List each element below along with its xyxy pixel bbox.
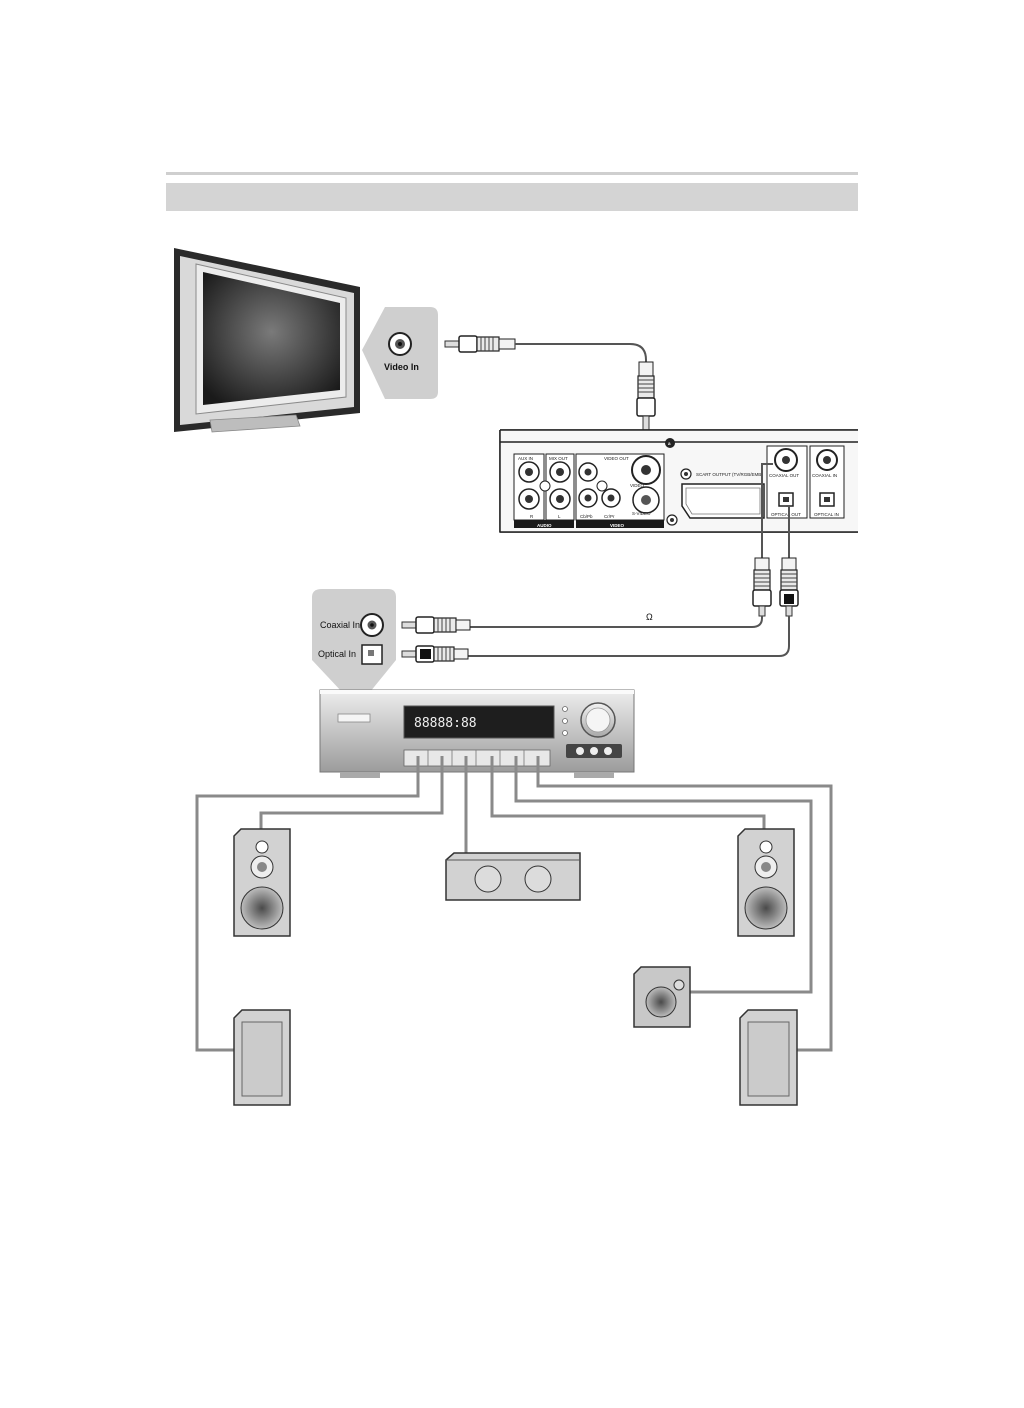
video-cable bbox=[515, 343, 647, 362]
video-in-callout: Video In bbox=[362, 307, 438, 399]
panel-badge: a bbox=[668, 441, 671, 446]
coaxial-in-label: Coaxial In bbox=[320, 620, 360, 630]
video-label: VIDEO bbox=[630, 483, 645, 488]
receiver-input-callout: Coaxial In Optical In bbox=[312, 589, 396, 692]
ohm-symbol: Ω bbox=[646, 612, 653, 622]
r-label: R bbox=[530, 514, 534, 519]
rca-plug-icon bbox=[752, 557, 772, 617]
front-speaker-icon bbox=[737, 828, 795, 937]
rca-plug-icon bbox=[444, 335, 516, 353]
dvd-rear-panel-icon: AUX IN MIX OUT R L AUDIO VIDEO OUT VIDEO bbox=[499, 429, 858, 533]
coaxial-in-panel-label: COAXIAL IN bbox=[812, 473, 837, 478]
s-video-label: S-VIDEO bbox=[632, 511, 651, 516]
section-header-bar bbox=[166, 183, 858, 211]
rca-plug-icon bbox=[636, 361, 656, 431]
aux-in-label: AUX IN bbox=[518, 456, 533, 461]
av-receiver-icon: 88888:88 bbox=[319, 689, 635, 778]
center-speaker-icon bbox=[445, 852, 581, 901]
coaxial-cable-upper bbox=[761, 463, 773, 558]
video-out-label: VIDEO OUT bbox=[604, 456, 629, 461]
optical-cable-lower bbox=[468, 616, 790, 657]
scart-label: SCART OUTPUT (TV/RGB/EMB) bbox=[696, 472, 763, 477]
speaker-wire-front-left bbox=[259, 756, 444, 830]
tv-icon bbox=[174, 248, 360, 433]
speaker-wire-subwoofer bbox=[514, 756, 813, 994]
speaker-wire-surround-left bbox=[195, 756, 420, 1052]
optical-plug-icon bbox=[401, 645, 469, 663]
video-group-label: VIDEO bbox=[610, 523, 625, 528]
optical-cable-upper bbox=[786, 505, 790, 558]
optical-plug-icon bbox=[779, 557, 799, 617]
surround-speaker-icon bbox=[739, 1009, 798, 1106]
speaker-wire-surround-right bbox=[536, 756, 833, 1052]
surround-speaker-icon bbox=[233, 1009, 291, 1106]
optical-in-label: Optical In bbox=[318, 649, 356, 659]
header-rule bbox=[166, 172, 858, 175]
rca-plug-icon bbox=[401, 616, 471, 634]
optical-out-label: OPTICAL OUT bbox=[771, 512, 801, 517]
l-label: L bbox=[558, 514, 561, 519]
optical-in-panel-label: OPTICAL IN bbox=[814, 512, 839, 517]
mix-out-label: MIX OUT bbox=[549, 456, 568, 461]
speaker-wire-front-right bbox=[490, 756, 766, 830]
cr-pr-label: Cr/Pr bbox=[604, 514, 615, 519]
coaxial-out-label: COAXIAL OUT bbox=[769, 473, 799, 478]
video-in-label: Video In bbox=[384, 362, 419, 372]
receiver-display: 88888:88 bbox=[414, 716, 477, 731]
audio-group-label: AUDIO bbox=[537, 523, 552, 528]
front-speaker-icon bbox=[233, 828, 291, 937]
coaxial-cable-lower bbox=[470, 616, 763, 628]
cb-pb-label: Cb/Pb bbox=[580, 514, 593, 519]
subwoofer-icon bbox=[633, 966, 691, 1028]
